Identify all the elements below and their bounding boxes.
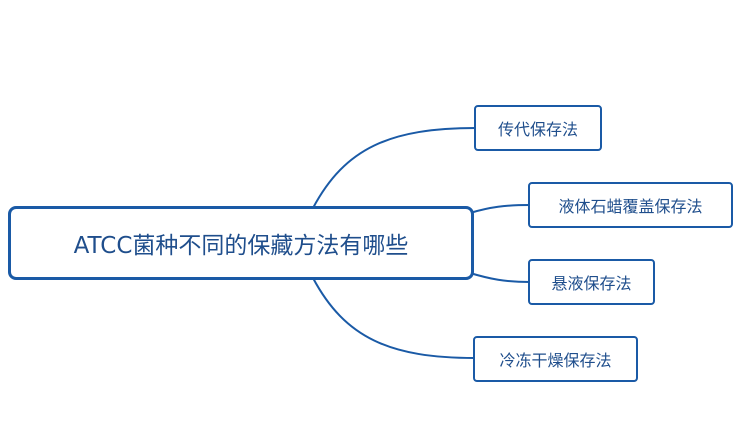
branch-topic-freeze-drying-preservation[interactable]: 冷冻干燥保存法 <box>473 336 638 382</box>
root-topic-label: ATCC菌种不同的保藏方法有哪些 <box>73 233 409 259</box>
branch-topic-label: 传代保存法 <box>497 120 578 139</box>
branch-topic-label: 悬液保存法 <box>551 274 632 293</box>
branch-topic-label: 液体石蜡覆盖保存法 <box>558 197 703 216</box>
connector-branch-3 <box>469 272 531 283</box>
root-topic[interactable]: ATCC菌种不同的保藏方法有哪些 <box>8 206 474 280</box>
branch-topic-label: 冷冻干燥保存法 <box>499 351 612 370</box>
branch-topic-subculture-preservation[interactable]: 传代保存法 <box>474 105 602 151</box>
branch-topic-suspension-preservation[interactable]: 悬液保存法 <box>528 259 655 305</box>
connector-branch-2 <box>469 204 531 214</box>
connector-branch-4 <box>312 277 476 359</box>
connector-branch-1 <box>312 127 477 209</box>
branch-topic-liquid-paraffin-preservation[interactable]: 液体石蜡覆盖保存法 <box>528 182 733 228</box>
